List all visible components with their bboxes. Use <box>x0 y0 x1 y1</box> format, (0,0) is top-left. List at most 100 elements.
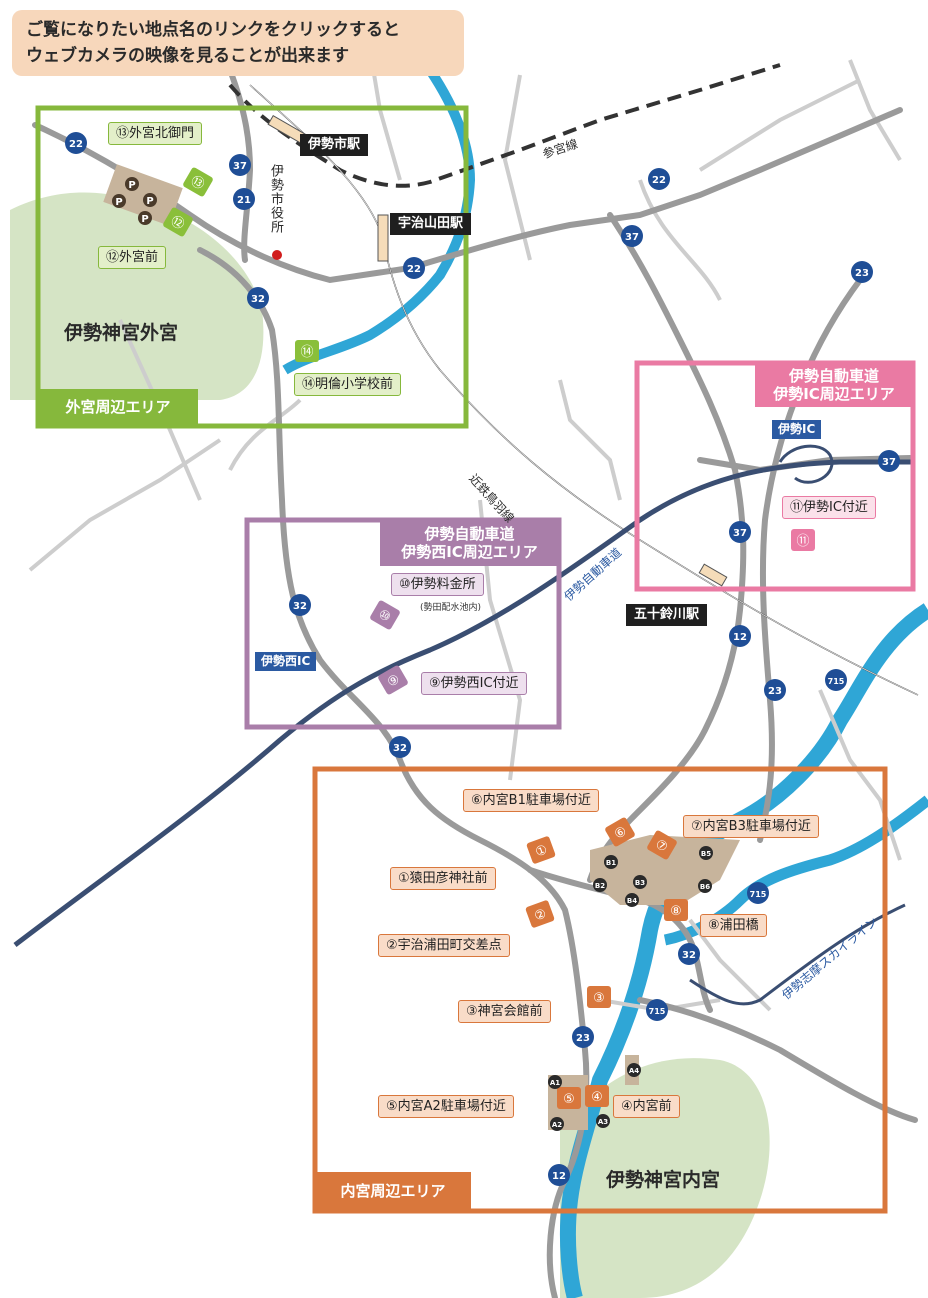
nishi-area-title: 伊勢自動車道 伊勢西IC周辺エリア <box>380 520 559 566</box>
svg-text:A3: A3 <box>598 1118 608 1126</box>
parking-lot-b5: B5 <box>699 846 713 860</box>
route-badges: 2237213222223723373732122371532715327152… <box>65 132 900 1186</box>
camera-link-7[interactable]: ⑦内宮B3駐車場付近 <box>683 815 819 838</box>
camera-marker-12: ⑫ <box>163 207 193 237</box>
svg-text:12: 12 <box>552 1171 566 1182</box>
svg-text:P: P <box>146 196 153 207</box>
route-badge-12: 12 <box>548 1164 570 1186</box>
svg-text:④: ④ <box>591 1090 603 1105</box>
isuzugawa-platform <box>698 563 728 587</box>
svg-text:32: 32 <box>393 743 407 754</box>
camera-marker-6: ⑥ <box>605 817 635 847</box>
camera-marker-3: ③ <box>587 986 611 1008</box>
parking-lot-b3: B3 <box>633 875 647 889</box>
naiku-area-title: 内宮周辺エリア <box>315 1172 471 1211</box>
parking-lot-a2: A2 <box>550 1117 564 1131</box>
camera-link-11[interactable]: ⑪伊勢IC付近 <box>782 496 876 519</box>
svg-text:715: 715 <box>750 890 767 899</box>
svg-text:22: 22 <box>69 139 83 150</box>
route-badge-715: 715 <box>747 882 769 904</box>
parking-lot-b4: B4 <box>625 893 639 907</box>
parking-icon-4: P <box>138 211 152 225</box>
camera-marker-14: ⑭ <box>295 340 319 362</box>
svg-text:A2: A2 <box>552 1121 562 1129</box>
ise-ic-loop <box>778 444 834 484</box>
naiku-forest <box>560 1058 770 1298</box>
camera-link-1[interactable]: ①猿田彦神社前 <box>390 867 496 890</box>
parking-lot-b2: B2 <box>593 878 607 892</box>
svg-text:23: 23 <box>855 268 869 279</box>
svg-text:③: ③ <box>593 991 605 1006</box>
svg-text:B2: B2 <box>595 882 605 890</box>
parking-lot-a4: A4 <box>627 1063 641 1077</box>
camera-link-13[interactable]: ⑬外宮北御門 <box>108 122 203 145</box>
parking-lot-a3: A3 <box>596 1114 610 1128</box>
svg-text:21: 21 <box>237 195 251 206</box>
svg-text:B4: B4 <box>627 897 637 905</box>
ise-ic-label: 伊勢IC <box>772 420 822 439</box>
svg-text:A4: A4 <box>629 1067 639 1075</box>
route-badge-22: 22 <box>65 132 87 154</box>
svg-text:⑧: ⑧ <box>670 904 682 919</box>
svg-text:37: 37 <box>882 457 896 468</box>
route-badge-715: 715 <box>646 999 668 1021</box>
camera-link-6[interactable]: ⑥内宮B1駐車場付近 <box>463 789 599 812</box>
route-badge-21: 21 <box>233 188 255 210</box>
svg-text:⑪: ⑪ <box>796 534 809 549</box>
svg-text:⑤: ⑤ <box>563 1092 575 1107</box>
svg-text:22: 22 <box>652 175 666 186</box>
svg-text:37: 37 <box>233 161 247 172</box>
notice-line-1: ご覧になりたい地点名のリンクをクリックすると <box>26 20 400 40</box>
route-badge-37: 37 <box>229 154 251 176</box>
isuzugawa-station-label: 五十鈴川駅 <box>626 604 708 626</box>
camera-marker-4: ④ <box>585 1085 609 1107</box>
ic-area-title: 伊勢自動車道 伊勢IC周辺エリア <box>755 363 913 407</box>
parking-lot-a1: A1 <box>548 1075 562 1089</box>
naiku-area-box <box>312 766 888 1214</box>
camera-marker-13: ⑬ <box>183 167 213 197</box>
ise-nishi-ic-label: 伊勢西IC <box>255 652 317 671</box>
camera-link-9[interactable]: ⑨伊勢西IC付近 <box>421 672 527 695</box>
camera-link-10[interactable]: ⑩伊勢料金所 <box>391 573 484 596</box>
camera-marker-11: ⑪ <box>791 529 815 551</box>
camera-link-3[interactable]: ③神宮会館前 <box>458 1000 551 1023</box>
camera-link-12[interactable]: ⑫外宮前 <box>98 246 167 269</box>
camera-marker-8: ⑧ <box>664 899 688 921</box>
route-badge-37: 37 <box>878 450 900 472</box>
svg-text:A1: A1 <box>550 1079 560 1087</box>
svg-text:P: P <box>141 214 148 225</box>
route-badge-23: 23 <box>764 679 786 701</box>
route-badge-23: 23 <box>851 261 873 283</box>
svg-text:37: 37 <box>733 528 747 539</box>
camera-link-14[interactable]: ⑭明倫小学校前 <box>294 373 402 396</box>
route-badge-32: 32 <box>289 594 311 616</box>
route-badge-22: 22 <box>648 168 670 190</box>
nishi-area-title-line-2: 伊勢西IC周辺エリア <box>401 543 538 561</box>
camera-marker-2: ② <box>525 900 555 928</box>
svg-text:⑫: ⑫ <box>168 214 187 233</box>
ise-shima-skyline <box>689 903 906 1006</box>
geku-area-title: 外宮周辺エリア <box>38 389 198 426</box>
camera-link-5[interactable]: ⑤内宮A2駐車場付近 <box>378 1095 514 1118</box>
city-hall-label: 伊勢市役所 <box>268 164 283 234</box>
camera-link-4[interactable]: ④内宮前 <box>613 1095 680 1118</box>
naiku-shrine-label: 伊勢神宮内宮 <box>606 1169 721 1191</box>
svg-text:32: 32 <box>293 601 307 612</box>
parking-lot-b6: B6 <box>698 879 712 893</box>
camera-marker-10: ⑩ <box>370 600 400 630</box>
notice-line-2: ウェブカメラの映像を見ることが出来ます <box>26 46 349 66</box>
ic-area-title-line-1: 伊勢自動車道 <box>788 367 879 385</box>
svg-text:12: 12 <box>733 632 747 643</box>
svg-text:①: ① <box>533 842 549 860</box>
camera-link-8[interactable]: ⑧浦田橋 <box>700 914 767 937</box>
iseshi-station-label: 伊勢市駅 <box>300 134 369 156</box>
route-badge-23: 23 <box>572 1026 594 1048</box>
camera-marker-7: ⑦ <box>647 830 677 860</box>
parking-geku <box>103 164 183 226</box>
camera-link-2[interactable]: ②宇治浦田町交差点 <box>378 934 510 957</box>
route-badge-715: 715 <box>825 669 847 691</box>
camera-marker-1: ① <box>526 836 556 864</box>
svg-text:⑭: ⑭ <box>300 345 313 360</box>
